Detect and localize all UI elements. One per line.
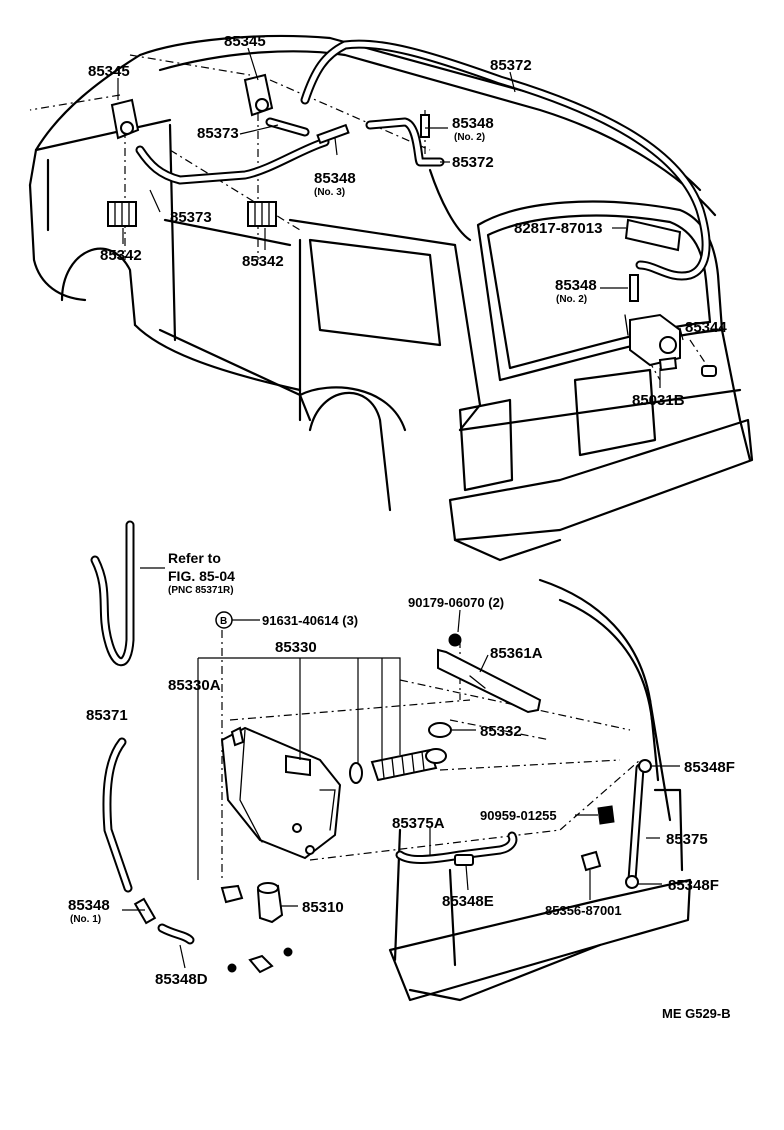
bracket-85361a	[437, 648, 542, 714]
leader-lines	[117, 47, 684, 969]
figure-code: ME G529-B	[662, 1006, 731, 1021]
refer-text-2: FIG. 85-04	[168, 568, 235, 584]
label-85375: 85375	[666, 831, 708, 848]
bolt-marker-letter: B	[220, 616, 227, 627]
label-85372: 85372	[490, 57, 532, 74]
label-85348e: 85348E	[442, 893, 494, 910]
label-85373: 85373	[170, 209, 212, 226]
grommet-pump	[220, 884, 244, 904]
washer-motor-85031b	[624, 313, 681, 372]
clip-85356	[580, 850, 602, 872]
clip-85348f-bottom	[625, 875, 639, 889]
label-85348-no2-rear: 85348	[555, 277, 597, 294]
joint-85348-no2-rear	[629, 274, 639, 302]
label-85344: 85344	[685, 319, 727, 336]
label-85371: 85371	[86, 707, 128, 724]
label-85342: 85342	[100, 247, 142, 264]
grommet-85344	[701, 365, 717, 377]
cap-85332	[428, 722, 452, 738]
label-85356-87001: 85356-87001	[545, 903, 622, 918]
label-85330a: 85330A	[168, 677, 221, 694]
label-85345: 85345	[88, 63, 130, 80]
van-body-outline	[28, 34, 754, 562]
label-85342: 85342	[242, 253, 284, 270]
bolt-90179	[448, 633, 462, 647]
rear-body-lower	[388, 578, 692, 1002]
joint-85348-no2-top	[420, 114, 430, 138]
label-85373: 85373	[197, 125, 239, 142]
label-90179-06070: 90179-06070 (2)	[408, 595, 504, 610]
label-85348-no2-rear-sub: (No. 2)	[556, 294, 587, 305]
label-85348-no1-sub: (No. 1)	[70, 914, 101, 925]
hose-85371	[102, 737, 133, 893]
label-85031b: 85031B	[632, 392, 685, 409]
label-82817-87013: 82817-87013	[514, 220, 602, 237]
label-85310: 85310	[302, 899, 344, 916]
clip-85342-left	[107, 201, 137, 227]
hose-85348d	[157, 923, 195, 945]
band-85330-clamp	[349, 762, 363, 784]
refer-text-1: Refer to	[168, 550, 221, 566]
top-hoses	[135, 39, 711, 281]
label-85332: 85332	[480, 723, 522, 740]
label-85348-no1: 85348	[68, 897, 110, 914]
label-85348-no3: 85348	[314, 170, 356, 187]
label-85348-no2-sub: (No. 2)	[454, 132, 485, 143]
hose-refer	[90, 520, 135, 667]
label-85348-no2: 85348	[452, 115, 494, 132]
joint-85348-no1	[133, 897, 157, 925]
label-85375a: 85375A	[392, 815, 445, 832]
label-85348d: 85348D	[155, 971, 208, 988]
label-85361a: 85361A	[490, 645, 543, 662]
clip-85348f-top	[638, 759, 652, 773]
filler-neck	[370, 748, 447, 782]
label-85348-no3-sub: (No. 3)	[314, 187, 345, 198]
joint-85348-no3	[316, 123, 350, 145]
clip-85342-right	[247, 201, 277, 227]
hose-85375a	[395, 831, 518, 864]
nozzle-85345-left	[110, 98, 140, 140]
part-labels: 85345 85345 85372 85373 85348 (No. 2) 85…	[68, 33, 735, 1021]
label-85372: 85372	[452, 154, 494, 171]
label-91631-40614: 91631-40614 (3)	[262, 613, 358, 628]
label-85348f: 85348F	[668, 877, 719, 894]
nut-90959	[597, 805, 615, 825]
nozzle-85345-right	[243, 73, 274, 117]
refer-text-3: (PNC 85371R)	[168, 585, 234, 596]
washer-pump-85310	[256, 882, 284, 924]
pump-fittings	[227, 947, 293, 974]
label-85348f: 85348F	[684, 759, 735, 776]
clip-85348e	[454, 854, 474, 866]
hose-85375	[627, 763, 645, 885]
washer-tank-85330	[220, 726, 342, 860]
label-85345: 85345	[224, 33, 266, 50]
label-90959-01255: 90959-01255	[480, 808, 557, 823]
plate-82817	[624, 218, 682, 252]
label-85330: 85330	[275, 639, 317, 656]
